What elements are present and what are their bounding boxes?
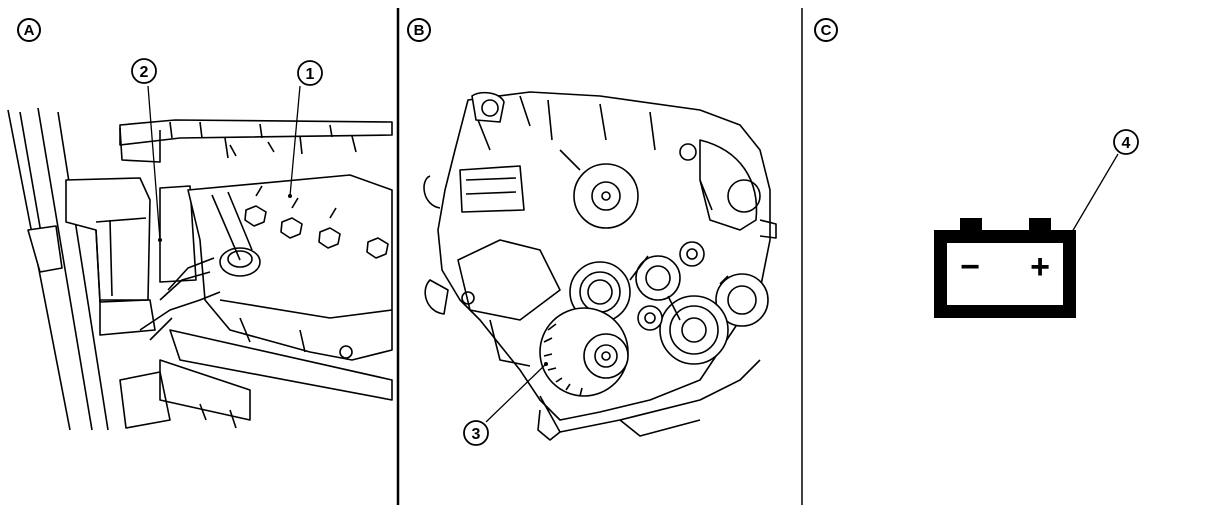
alternator (539, 307, 629, 397)
callout-1-label: 1 (306, 66, 315, 83)
battery-icon: − + (934, 218, 1076, 318)
callout-3-label: 3 (472, 426, 481, 443)
panel-b-badge: B (407, 18, 431, 42)
battery-positive-symbol: + (1030, 248, 1050, 286)
panel-b: B (407, 18, 777, 446)
panel-a-letter: A (24, 22, 35, 39)
panel-b-letter: B (414, 22, 425, 39)
callout-2-label: 2 (140, 64, 149, 81)
battery-negative-symbol: − (960, 248, 980, 286)
callout-4: 4 (1071, 129, 1139, 233)
panel-a: A (7, 18, 393, 431)
callout-1: 1 (288, 60, 323, 198)
panel-a-badge: A (17, 18, 41, 42)
panel-c-letter: C (821, 22, 832, 39)
coil-openings (244, 185, 389, 259)
panel-c: C − + 4 (814, 18, 1139, 318)
callout-3: 3 (463, 362, 548, 446)
panel-c-badge: C (814, 18, 838, 42)
engine-illustration (423, 91, 777, 441)
belt-pulleys (569, 241, 769, 365)
callout-4-label: 4 (1122, 135, 1131, 152)
callout-2: 2 (131, 58, 162, 242)
engine-bay-illustration (7, 107, 393, 431)
